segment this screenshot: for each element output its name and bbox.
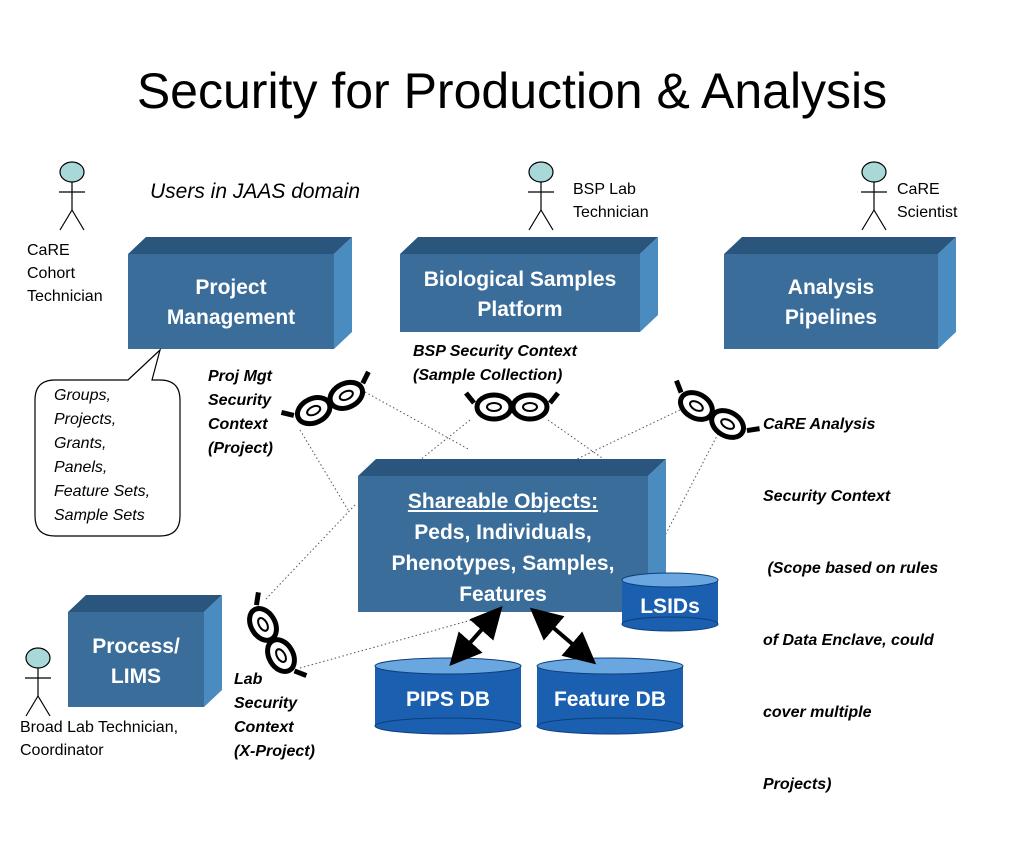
slide: Security for Production & Analysis — [20, 63, 957, 793]
shareable-objects-label: Shareable Objects: Peds, Individuals, Ph… — [358, 486, 648, 610]
box-label-line: Project — [195, 276, 267, 299]
context-line: Projects) — [763, 776, 832, 793]
process-lims-box — [68, 595, 222, 707]
callout-line: Grants, — [54, 435, 107, 452]
box-label-line: Platform — [477, 298, 563, 321]
context-line: of Data Enclave, could — [763, 632, 934, 649]
bsp-context-label: BSP Security Context (Sample Collection) — [413, 340, 577, 388]
box-label-line: Peds, Individuals, — [414, 521, 592, 544]
box-label-line: Features — [459, 583, 547, 606]
box-label-line: Phenotypes, Samples, — [391, 552, 615, 575]
project-management-box — [128, 237, 352, 349]
callout-line: Sample Sets — [54, 507, 145, 524]
context-line: BSP Security Context — [413, 343, 577, 360]
db-arrows — [449, 606, 597, 666]
box-label-line: Pipelines — [784, 306, 878, 329]
context-line: Security — [208, 392, 272, 409]
users-domain-label: Users in JAAS domain — [150, 180, 361, 203]
glasses-lab-icon — [247, 592, 308, 678]
actor-bsp-lab-icon — [528, 161, 554, 231]
context-line: Lab — [234, 671, 263, 688]
context-line: (Scope based on rules — [763, 560, 939, 577]
callout-line: Groups, — [54, 387, 111, 404]
slide-title: Security for Production & Analysis — [136, 63, 888, 119]
actor-care-cohort-icon — [59, 161, 85, 231]
actor-care-scientist-label: CaRE Scientist — [897, 178, 957, 224]
shareable-objects-title: Shareable Objects: — [407, 490, 599, 513]
actor-bsp-lab-label: BSP Lab Technician — [573, 178, 649, 224]
analysis-pipelines-label: Analysis Pipelines — [724, 273, 938, 333]
context-line: Context — [208, 416, 268, 433]
actor-label-line: BSP Lab — [573, 181, 636, 198]
callout-line: Panels, — [54, 459, 108, 476]
project-management-label: Project Management — [128, 273, 334, 333]
actor-broad-lab-icon — [25, 647, 51, 717]
box-label-line: Management — [166, 306, 296, 329]
actor-care-cohort-label: CaRE Cohort Technician — [27, 239, 103, 308]
box-label-line: Process/ — [92, 635, 180, 658]
actor-label-line: Technician — [27, 288, 103, 305]
box-label-line: LIMS — [110, 665, 162, 688]
pips-db-cylinder — [374, 657, 522, 735]
actor-label-line: Technician — [573, 204, 649, 221]
context-line: Context — [234, 719, 294, 736]
glasses-bsp-icon — [464, 391, 560, 422]
analysis-pipelines-box — [724, 237, 956, 349]
bsp-box — [400, 237, 658, 332]
callout-text: Groups, Projects, Grants, Panels, Featur… — [54, 384, 150, 528]
actor-care-scientist-icon — [861, 161, 887, 231]
lsids-label: LSIDs — [640, 595, 700, 618]
context-line: Security — [234, 695, 298, 712]
context-line: Proj Mgt — [208, 368, 272, 385]
feature-db-cylinder — [536, 657, 684, 735]
actor-label-line: CaRE — [27, 242, 70, 259]
context-line: cover multiple — [763, 704, 872, 721]
feature-db-label: Feature DB — [553, 688, 667, 711]
context-line: (Sample Collection) — [413, 367, 563, 384]
actor-label-line: CaRE — [897, 181, 940, 198]
actor-label-line: Coordinator — [20, 742, 104, 759]
box-label-line: Biological Samples — [423, 268, 617, 291]
pips-db-label: PIPS DB — [405, 688, 491, 711]
bsp-label: Biological Samples Platform — [396, 265, 644, 325]
care-context-label: CaRE Analysis Security Context (Scope ba… — [763, 365, 938, 845]
context-line: (X-Project) — [234, 743, 315, 760]
callout-line: Projects, — [54, 411, 117, 428]
glasses-care-icon — [674, 379, 760, 440]
proj-mgt-context-label: Proj Mgt Security Context (Project) — [208, 365, 273, 461]
process-lims-label: Process/ LIMS — [68, 632, 204, 692]
shareable-objects-box — [358, 459, 666, 612]
context-line: CaRE Analysis — [763, 416, 876, 433]
callout-bubble-shape — [34, 348, 181, 537]
box-label-line: Analysis — [787, 276, 875, 299]
context-line: Security Context — [763, 488, 891, 505]
actor-label-line: Cohort — [27, 265, 76, 282]
glasses-proj-mgt-icon — [280, 370, 371, 427]
actor-label-line: Scientist — [897, 204, 958, 221]
lab-context-label: Lab Security Context (X-Project) — [234, 668, 315, 764]
actor-label-line: Broad Lab Technician, — [20, 719, 179, 736]
diagram-graphics — [25, 161, 956, 735]
actor-broad-lab-label: Broad Lab Technician, Coordinator — [20, 716, 178, 762]
context-line: (Project) — [208, 440, 273, 457]
callout-line: Feature Sets, — [54, 483, 151, 500]
lsids-cylinder — [621, 572, 719, 632]
